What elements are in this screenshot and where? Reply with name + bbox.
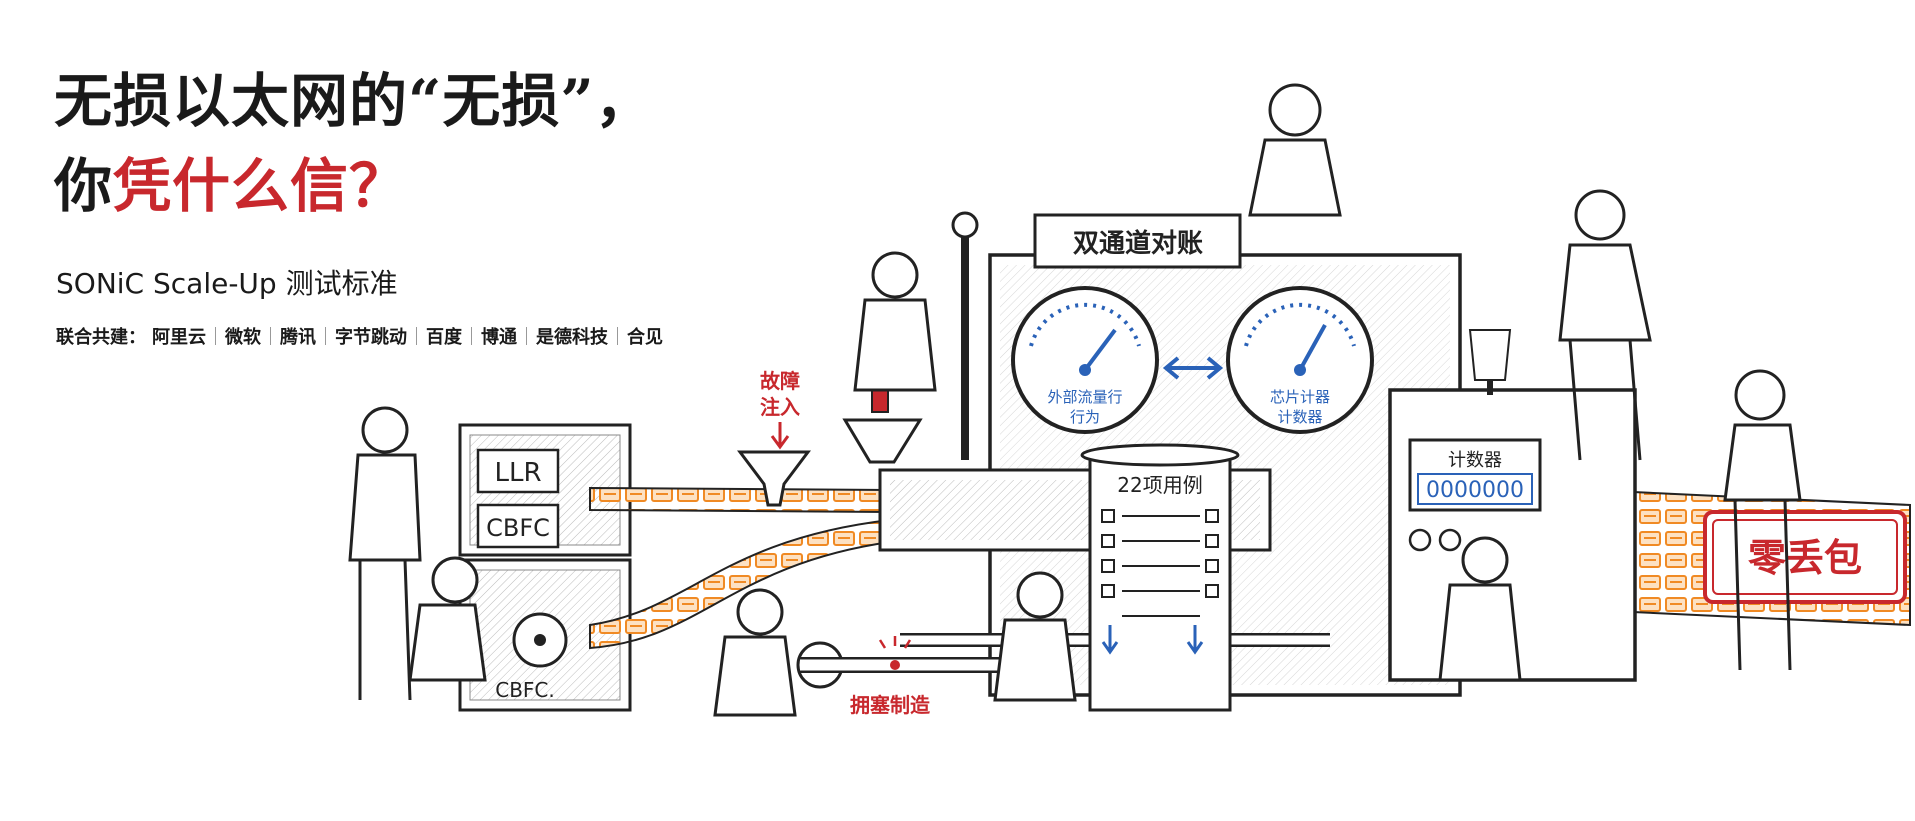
headline-line2-start: 你 (54, 152, 114, 220)
partner-separator (416, 327, 417, 345)
partner-separator (471, 327, 472, 345)
partner-name: 微软 (225, 327, 261, 348)
engineer-top (1248, 83, 1342, 217)
engineer-banner (1723, 369, 1802, 671)
packet-stream-upper (589, 486, 891, 514)
partner-name: 百度 (426, 327, 462, 348)
engineer-left (348, 406, 422, 701)
fault-arrow (770, 422, 790, 450)
headline-line1: 无损以太网的“无损”， (54, 67, 654, 135)
partner-separator (325, 327, 326, 345)
reconcile-sign-label: 双通道对账 (1073, 228, 1203, 259)
engineer-pipe (993, 571, 1077, 702)
partner-name: 合见 (627, 327, 663, 348)
counter-display: 计数器 0000000 (1408, 438, 1542, 552)
engineer-left-kneel (408, 556, 487, 682)
partner-name: 博通 (481, 327, 517, 348)
gauge-right-line2: 计数器 (1277, 408, 1322, 426)
engineer-valve (713, 588, 797, 717)
partner-separator (617, 327, 618, 345)
zero-loss-banner: 零丢包 (1703, 510, 1907, 604)
subtitle: SONiC Scale-Up 测试标准 (56, 267, 398, 300)
gauge-left-line2: 行为 (1070, 408, 1100, 426)
compare-arrow-icon (1162, 356, 1224, 380)
fault-injection-label-1: 故障 (760, 369, 800, 393)
engineer-panel (1438, 536, 1522, 682)
partners-prefix: 联合共建： (56, 327, 146, 348)
partner-name: 是德科技 (536, 327, 608, 348)
gauge-left-line1: 外部流量行 (1047, 388, 1122, 406)
partner-name: 阿里云 (152, 327, 206, 348)
congestion-pipe (800, 636, 1000, 673)
zero-loss-label: 零丢包 (1748, 536, 1862, 580)
packet-stream-lower (589, 518, 891, 650)
gauge-right-line1: 芯片计器 (1270, 388, 1330, 406)
cbfc-box-label: CBFC (486, 514, 550, 542)
fault-injection-label-2: 注入 (760, 395, 800, 419)
partner-separator (270, 327, 271, 345)
headline-line2: 你凭什么信？ (54, 157, 408, 215)
gauge-external-traffic: 外部流量行 行为 (1011, 286, 1159, 434)
scroll-title: 22项用例 (1117, 473, 1202, 497)
cbfc-lower-label: CBFC. (495, 678, 555, 702)
gauge-chip-counter: 芯片计器 计数器 (1226, 286, 1374, 434)
headline-line2-accent: 凭什么信？ (113, 152, 409, 220)
engineer-funnel (853, 251, 937, 392)
fault-funnel (737, 387, 923, 507)
congestion-label: 拥塞制造 (850, 693, 931, 717)
engineer-right-top (1558, 189, 1652, 461)
partner-separator (215, 327, 216, 345)
reconcile-sign (1033, 213, 1242, 269)
partner-name: 字节跳动 (335, 327, 407, 348)
counter-value: 0000000 (1426, 478, 1524, 503)
llr-box: LLR CBFC (458, 423, 632, 557)
test-case-scroll: 22项用例 (1080, 443, 1240, 712)
partner-separator (526, 327, 527, 345)
partners-list: 联合共建： 阿里云 微软 腾讯 字节跳动 百度 博通 是德科技 合见 (56, 323, 663, 349)
llr-box-label: LLR (494, 458, 541, 488)
counter-label: 计数器 (1448, 450, 1502, 471)
partner-name: 腾讯 (280, 327, 316, 348)
engineer-figures (348, 83, 1802, 717)
